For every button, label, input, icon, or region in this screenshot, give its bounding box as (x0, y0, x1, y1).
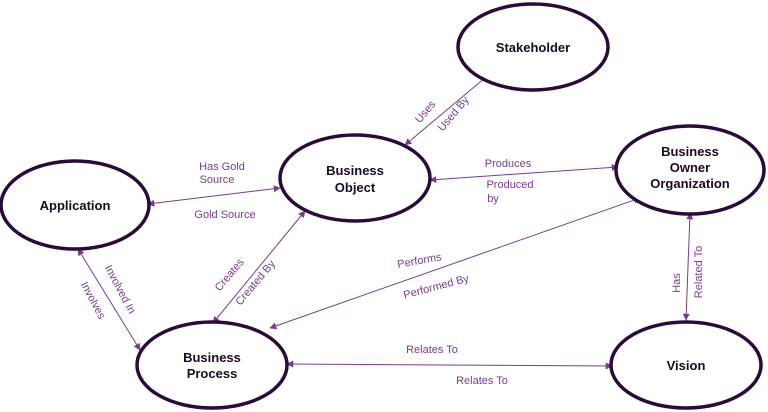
application-node[interactable] (0, 159, 151, 251)
edge-object-owner (429, 163, 619, 184)
business-object-label-line1: Business (326, 163, 384, 178)
edge-label-performs: Performs (396, 251, 443, 271)
edge-owner-vision (682, 212, 694, 321)
business-process-label-line2: Process (187, 366, 238, 381)
owner-org-label-line1: Business (661, 144, 719, 159)
edge-label-produced-by-line1: Produced (486, 179, 533, 191)
business-object-label-line2: Object (335, 180, 376, 195)
edge-label-involves: Involves (78, 280, 108, 322)
edge-object-stakeholder (404, 71, 493, 146)
edge-label-has: Has (671, 273, 683, 293)
edge-process-owner (269, 196, 641, 330)
edge-label-relates-to-top: Relates To (406, 344, 458, 356)
edge-label-has-gold-source-line1: Has Gold (199, 161, 245, 173)
business-process-label-line1: Business (183, 350, 241, 365)
owner-org-label-line3: Organization (650, 176, 730, 191)
vision-label: Vision (667, 358, 706, 373)
edge-label-produces: Produces (485, 158, 532, 170)
edge-label-performed-by: Performed By (402, 272, 471, 301)
edge-label-gold-source: Gold Source (194, 209, 255, 221)
business-owner-organization-node[interactable] (614, 124, 766, 216)
edge-process-object (212, 210, 306, 324)
business-process-node[interactable] (135, 320, 289, 410)
business-object-node[interactable] (278, 133, 432, 223)
edge-label-involved-in: Involved In (102, 263, 138, 316)
edge-application-object (147, 185, 281, 207)
edge-application-process (77, 248, 141, 351)
edge-label-has-gold-source-line2: Source (200, 174, 235, 186)
stakeholder-label: Stakeholder (496, 40, 570, 55)
edge-label-uses: Uses (413, 98, 439, 125)
edge-process-vision (286, 360, 613, 370)
owner-org-label-line2: Owner (670, 160, 710, 175)
edge-label-used-by: Used By (436, 94, 472, 134)
vision-node[interactable] (609, 320, 763, 410)
edge-label-relates-to-bottom: Relates To (456, 375, 508, 387)
edge-label-related-to: Related To (693, 246, 705, 298)
stakeholder-node[interactable] (456, 2, 610, 92)
application-label: Application (40, 198, 111, 213)
edge-label-produced-by-line2: by (487, 193, 499, 205)
